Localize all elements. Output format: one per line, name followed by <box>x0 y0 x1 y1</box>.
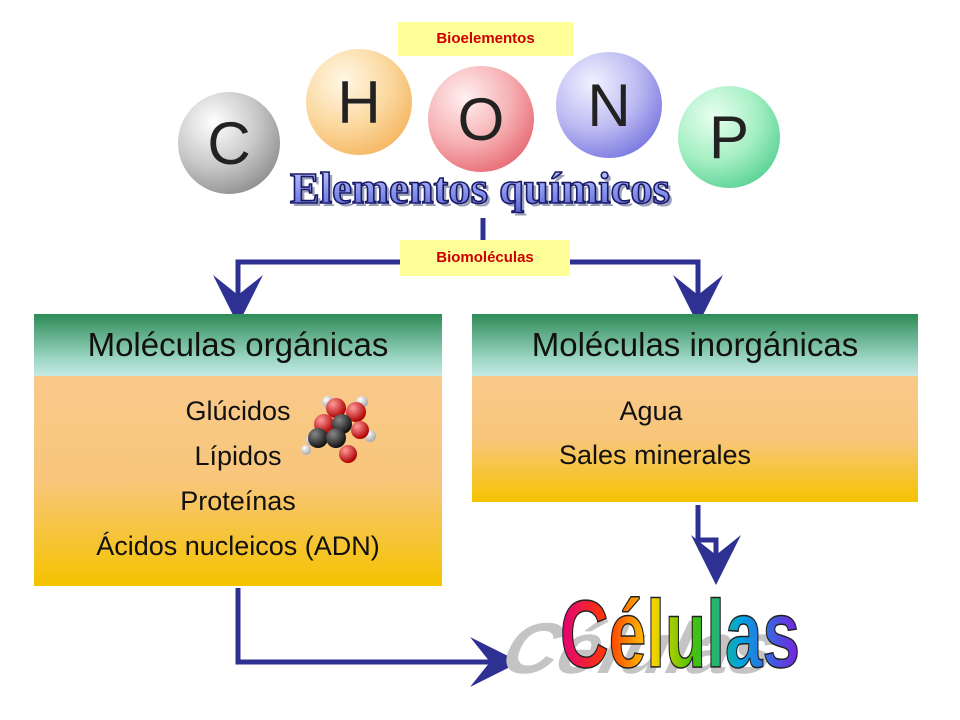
elementos-quimicos-title: Elementos químicos Elementos químicos <box>289 163 673 216</box>
celulas-text: Células <box>560 581 800 688</box>
arrow-to-organic <box>213 259 400 325</box>
molecule-illustration <box>301 396 376 463</box>
arrow-to-inorganic <box>570 259 723 325</box>
inorganic-item: Sales minerales <box>558 440 752 470</box>
celulas-shadow: Células <box>500 608 795 689</box>
element-c-ball: C <box>178 92 280 194</box>
element-h-ball: H <box>306 49 412 155</box>
arrow-organic-to-cells <box>235 588 520 687</box>
organic-item: Glúcidos <box>185 396 291 426</box>
organic-item: Lípidos <box>194 441 282 471</box>
organic-body: Glúcidos Lípidos Proteínas Ácidos nuclei… <box>34 376 442 586</box>
inorganic-header: Moléculas inorgánicas <box>472 314 918 376</box>
inorganic-box: Moléculas inorgánicas Agua Sales mineral… <box>472 314 918 502</box>
inorganic-item: Agua <box>619 396 683 426</box>
element-n-ball: N <box>556 52 662 158</box>
organic-item: Proteínas <box>180 486 296 516</box>
arrow-inorganic-to-cells <box>691 505 741 585</box>
bioelementos-tag: Bioelementos <box>398 22 573 56</box>
elementos-quimicos-shadow: Elementos químicos <box>293 167 673 216</box>
element-p-ball: P <box>678 86 780 188</box>
celulas-title: Células Células <box>500 580 801 689</box>
elementos-quimicos-text: Elementos químicos <box>290 164 670 213</box>
organic-item: Ácidos nucleicos (ADN) <box>96 531 380 561</box>
inorganic-body: Agua Sales minerales <box>472 376 918 502</box>
organic-header: Moléculas orgánicas <box>34 314 442 376</box>
biomoleculas-tag: Biomoléculas <box>400 240 570 276</box>
element-o-ball: O <box>428 66 534 172</box>
organic-box: Moléculas orgánicas Glúcidos Lípidos Pro… <box>34 314 442 586</box>
